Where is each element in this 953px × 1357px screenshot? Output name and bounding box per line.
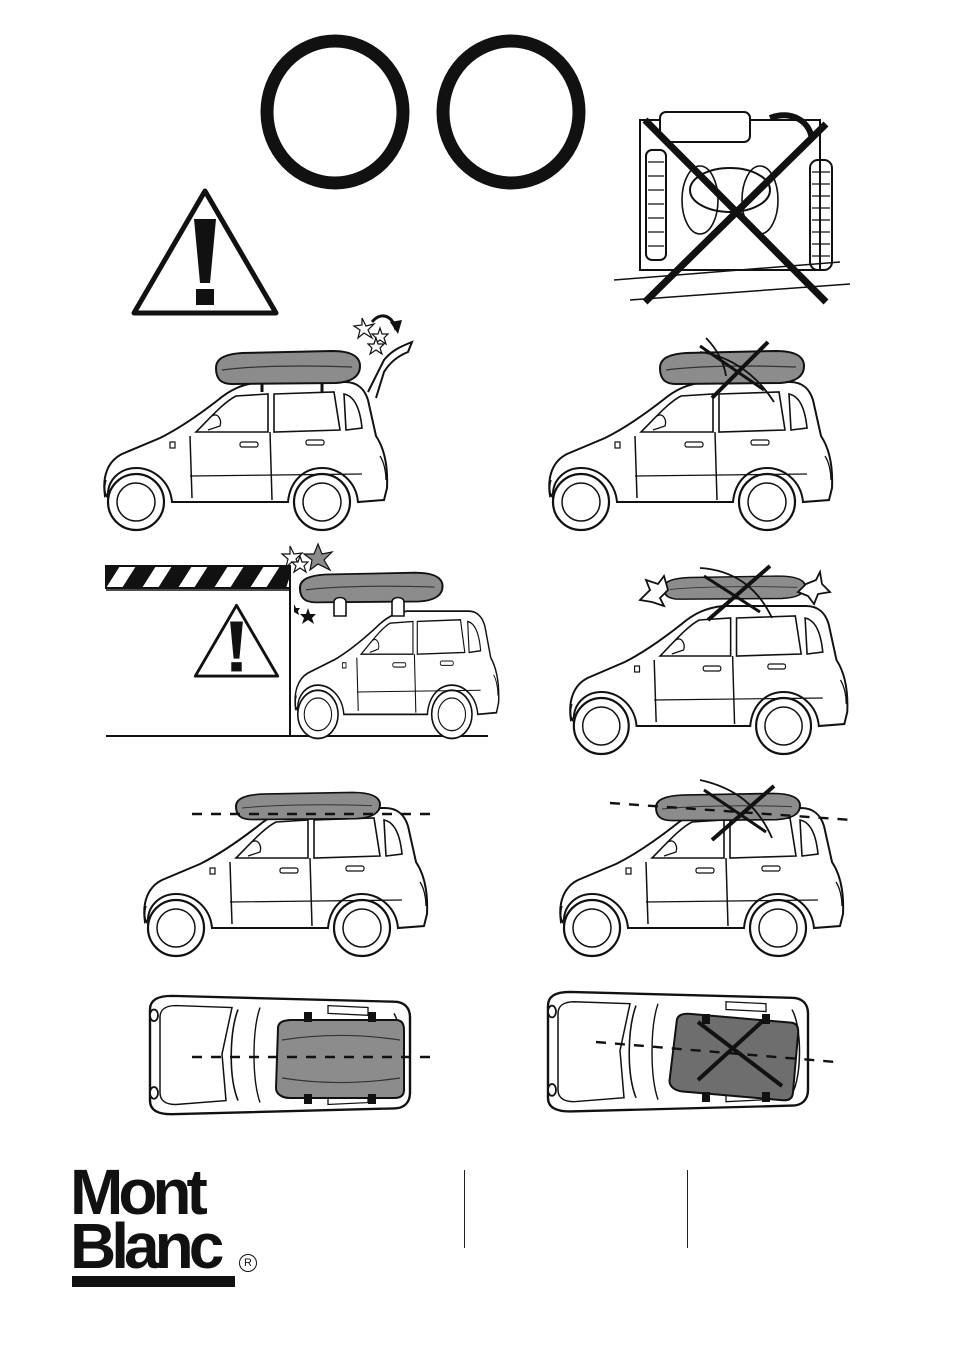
damaged-box-prohibited	[549, 338, 832, 530]
off-center-box-top-view-prohibited	[548, 992, 836, 1112]
low-clearance-warning	[106, 544, 499, 738]
footer-divider-2	[687, 1170, 688, 1248]
manual-rings-symbol	[267, 41, 579, 183]
level-box-correct	[144, 792, 436, 956]
tilted-box-prohibited	[560, 780, 852, 956]
registered-trademark-mark: R	[239, 1254, 257, 1272]
car-wash-prohibited	[614, 112, 850, 302]
tailgate-collision-warning	[104, 316, 412, 530]
centered-box-top-view-correct	[150, 996, 438, 1114]
footer-divider-1	[464, 1170, 465, 1248]
brand-logo-underline	[72, 1276, 235, 1287]
brand-logo-line-2: Blanc	[70, 1214, 219, 1278]
warning-triangle	[134, 191, 276, 313]
overloaded-box-prohibited	[570, 566, 847, 754]
